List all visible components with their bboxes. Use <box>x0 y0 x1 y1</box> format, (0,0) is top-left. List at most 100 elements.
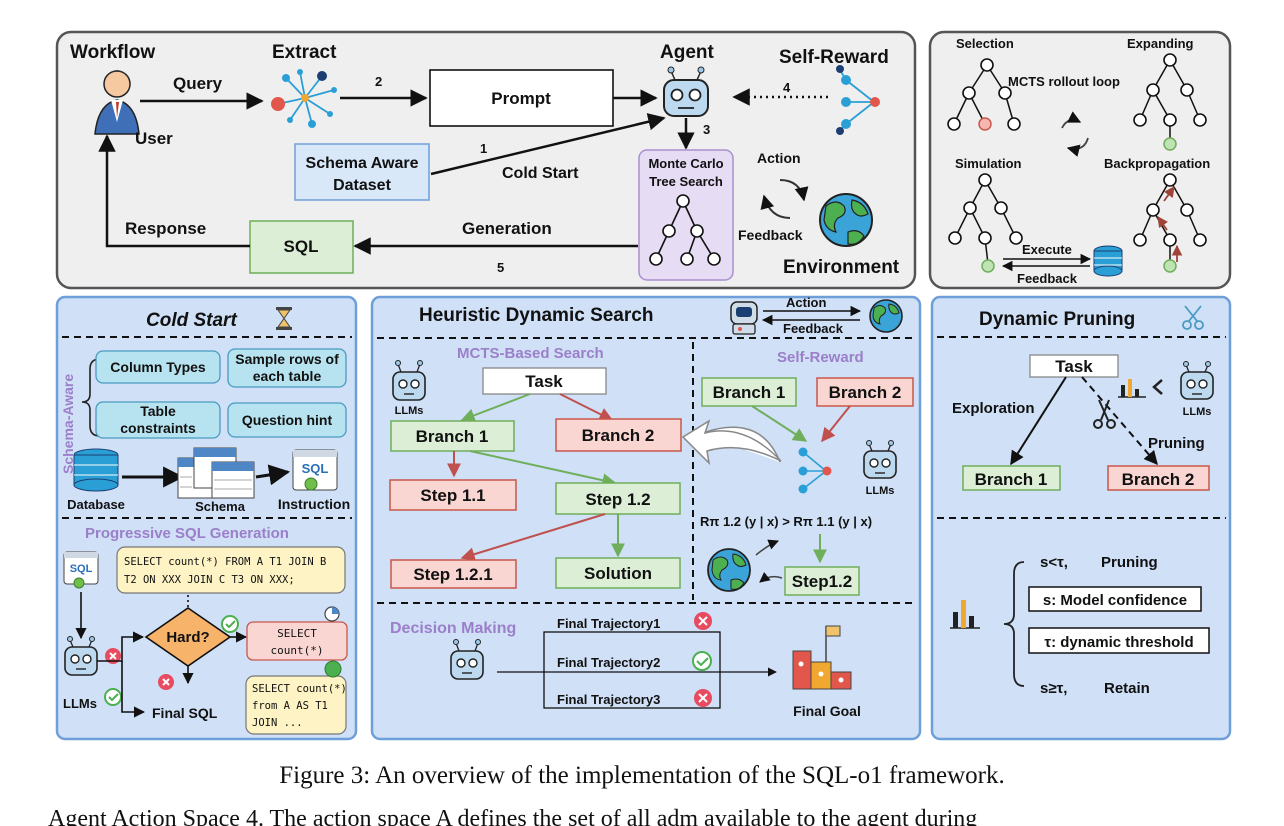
final-goal-label: Final Goal <box>793 703 861 719</box>
sr-network-icon <box>798 447 832 494</box>
rollout-label: MCTS rollout loop <box>1008 74 1120 89</box>
branch2-label: Branch 2 <box>582 426 655 445</box>
feedback-label: Feedback <box>738 227 803 243</box>
cycle-arrows-icon <box>760 179 809 219</box>
branch2-box <box>555 418 682 452</box>
select-hard-bubble <box>246 621 348 661</box>
select-final-line1: SELECT count(*) <box>252 683 347 695</box>
selection-tree <box>947 58 1021 131</box>
table-constraints-line2: constraints <box>120 420 196 436</box>
sr-branch2-label: Branch 2 <box>829 383 902 402</box>
figure-caption: Figure 3: An overview of the implementat… <box>279 762 1005 789</box>
cold-start-panel: Cold Start Schema-Aware Column Types Sam… <box>55 295 358 741</box>
pruning-arrow-label: Pruning <box>1148 435 1205 452</box>
response-label: Response <box>125 219 206 238</box>
mcts-loop-panel: Selection Expanding MCTS rollout loop Si… <box>928 30 1232 290</box>
pruning-rule-label: Pruning <box>1101 554 1158 571</box>
rollout-cycle-icon <box>1061 111 1089 157</box>
decision-making-title: Decision Making <box>390 620 516 637</box>
model-confidence-label: s: Model confidence <box>1043 592 1187 609</box>
mcts-line1: Monte Carlo <box>648 156 723 171</box>
query-label: Query <box>173 74 223 93</box>
curved-feedback-arrow <box>681 419 782 466</box>
sql-instruction-icon: SQL <box>292 449 338 491</box>
earth-globe-icon <box>819 193 873 247</box>
hds-llm-robot-icon <box>392 360 426 401</box>
decision-llm-robot-icon <box>450 639 484 680</box>
self-reward-label: Self-Reward <box>779 47 889 68</box>
sql-file-icon: SQL <box>63 551 99 589</box>
trajectory3-label: Final Trajectory3 <box>557 692 660 707</box>
schema-label: Schema <box>195 499 246 514</box>
loop-feedback-label: Feedback <box>1017 271 1078 286</box>
s-greater-equal-tau: s≥τ, <box>1040 680 1067 697</box>
sql-box <box>249 220 354 274</box>
task-label: Task <box>525 372 563 391</box>
hds-feedback-label: Feedback <box>783 321 844 336</box>
self-reward-network-icon <box>836 65 880 135</box>
step-3-label: 3 <box>703 122 710 137</box>
sample-rows-line1: Sample rows of <box>235 351 339 367</box>
traj2-check-icon <box>692 651 712 671</box>
solution-box <box>555 557 681 589</box>
schema-tables-icon <box>177 447 255 499</box>
schema-aware-side-label: Schema-Aware <box>60 374 76 474</box>
database-stack-icon <box>73 448 119 492</box>
user-icon <box>94 70 140 135</box>
self-reward-title: Self-Reward <box>777 349 864 366</box>
pruning-branch1-label: Branch 1 <box>975 470 1048 489</box>
reward-inequality: Rπ 1.2 (y | x) > Rπ 1.1 (y | x) <box>700 514 872 529</box>
workflow-panel: Workflow User Query Extract <box>55 30 917 290</box>
step-1-label: 1 <box>480 141 487 156</box>
schema-aware-dataset-box <box>294 143 430 201</box>
progress-complete-icon <box>324 660 342 678</box>
sql-draft-line2: T2 ON XXX JOIN C T3 ON XXX; <box>124 574 295 586</box>
dynamic-threshold-label: τ: dynamic threshold <box>1044 634 1193 651</box>
retain-label: Retain <box>1104 680 1150 697</box>
sr-globe-icon <box>707 548 751 592</box>
step11-box <box>389 479 517 511</box>
prompt-label: Prompt <box>491 89 551 108</box>
sr-branch1-box <box>701 377 797 407</box>
bar-chart-icon <box>1118 379 1146 398</box>
sr-step12-box <box>784 566 860 596</box>
branch1-box <box>390 420 515 452</box>
agent-label: Agent <box>660 42 715 63</box>
cut-scissors-icon <box>1093 399 1116 429</box>
step-2-label: 2 <box>375 74 382 89</box>
table-constraints-line1: Table <box>140 403 176 419</box>
sample-rows-line2: each table <box>253 368 322 384</box>
step11-label: Step 1.1 <box>420 486 485 505</box>
step-4-label: 4 <box>783 80 791 95</box>
pie-progress-icon <box>324 606 340 622</box>
prompt-box <box>429 69 614 127</box>
task-box <box>482 367 607 395</box>
heuristic-search-panel: Heuristic Dynamic Search Action Feedback… <box>370 295 922 741</box>
solution-label: Solution <box>584 564 652 583</box>
user-label: User <box>135 129 173 148</box>
pruning-llm-robot-icon <box>1180 361 1214 400</box>
trajectories-box <box>543 631 721 709</box>
sql-label: SQL <box>284 237 319 256</box>
extract-icon <box>271 69 337 128</box>
execute-label: Execute <box>1022 242 1072 257</box>
pruning-branch2-label: Branch 2 <box>1122 470 1195 489</box>
hds-globe-icon <box>869 299 903 333</box>
cold-start-label: Cold Start <box>502 165 579 182</box>
step12-box <box>555 482 681 515</box>
scissors-icon <box>1182 305 1204 330</box>
action-label: Action <box>757 150 801 166</box>
generation-label: Generation <box>462 219 552 238</box>
schema-aware-dataset-line1: Schema Aware <box>306 155 419 172</box>
mcts-line2: Tree Search <box>649 174 723 189</box>
pruning-branch1-box <box>962 465 1061 491</box>
pruning-title: Dynamic Pruning <box>979 309 1135 330</box>
column-types-chip <box>95 350 221 384</box>
pruning-branch2-box <box>1107 465 1210 491</box>
step121-label: Step 1.2.1 <box>413 565 492 584</box>
mcts-based-title: MCTS-Based Search <box>457 345 604 362</box>
final-sql-label: Final SQL <box>152 705 218 721</box>
step-5-label: 5 <box>497 260 504 275</box>
sr-llm-robot-icon <box>863 440 897 479</box>
select-final-line2: from A AS T1 <box>252 700 328 712</box>
